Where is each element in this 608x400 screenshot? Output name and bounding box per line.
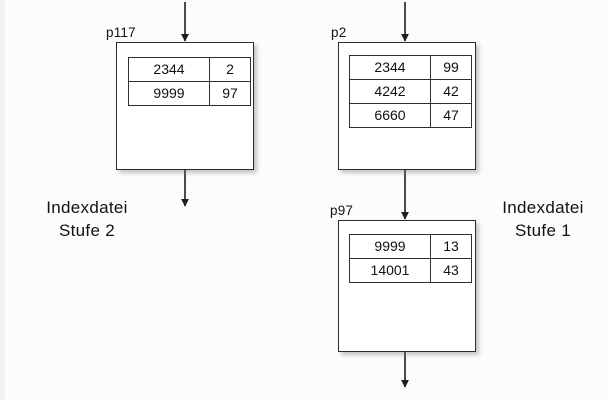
left-edge-strip (0, 0, 5, 400)
block-label-p2: p2 (331, 25, 347, 40)
entry-key: 9999 (128, 81, 210, 106)
entry-pointer: 42 (430, 79, 472, 104)
entry-key: 2344 (349, 55, 431, 80)
caption-left-line1: Indexdatei (46, 198, 128, 217)
entry-key: 2344 (128, 57, 210, 82)
block-label-p97: p97 (330, 203, 354, 218)
caption-left: Indexdatei Stufe 2 (12, 196, 162, 242)
entry-key: 4242 (349, 79, 431, 104)
entry-table-p97: 9999 13 14001 43 (349, 234, 472, 283)
entry-pointer: 2 (209, 57, 251, 82)
entry-key: 14001 (349, 258, 431, 283)
entry-pointer: 97 (209, 81, 251, 106)
entry-table-p117: 2344 2 9999 97 (128, 57, 251, 106)
entry-pointer: 47 (430, 103, 472, 128)
entry-key: 9999 (349, 234, 431, 259)
table-row: 4242 42 (349, 79, 472, 104)
table-row: 2344 99 (349, 55, 472, 80)
table-row: 14001 43 (349, 258, 472, 283)
table-row: 9999 97 (128, 81, 251, 106)
caption-left-line2: Stufe 2 (59, 221, 115, 240)
table-row: 9999 13 (349, 234, 472, 259)
table-row: 2344 2 (128, 57, 251, 82)
entry-pointer: 13 (430, 234, 472, 259)
entry-table-p2: 2344 99 4242 42 6660 47 (349, 55, 472, 128)
entry-pointer: 99 (430, 55, 472, 80)
entry-key: 6660 (349, 103, 431, 128)
caption-right-line1: Indexdatei (502, 198, 584, 217)
block-label-p117: p117 (106, 25, 136, 40)
entry-pointer: 43 (430, 258, 472, 283)
table-row: 6660 47 (349, 103, 472, 128)
caption-right-line2: Stufe 1 (515, 221, 571, 240)
caption-right: Indexdatei Stufe 1 (483, 196, 603, 242)
